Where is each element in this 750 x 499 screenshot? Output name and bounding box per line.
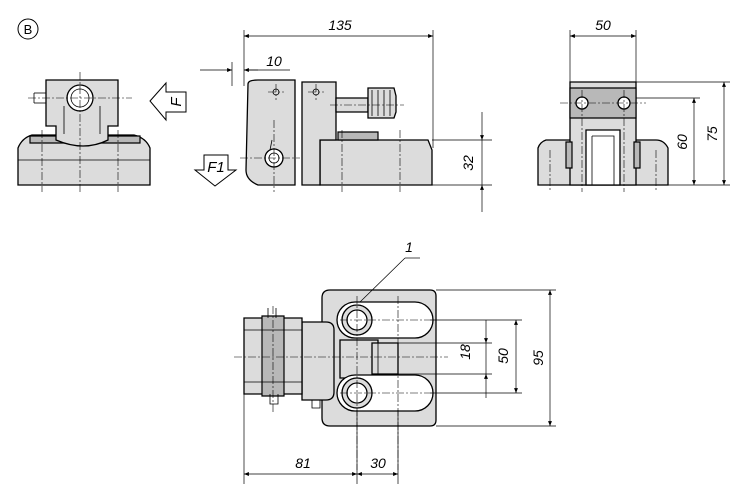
force-label-side: F	[168, 97, 185, 107]
dim-width-text: 50	[595, 17, 611, 33]
dim-width: 50	[569, 17, 637, 82]
dim-offset: 10	[200, 53, 290, 86]
part-callout: 1	[359, 239, 420, 303]
dim-height-75: 75	[636, 81, 730, 185]
dim-center-distance-text: 50	[495, 348, 511, 364]
view-label: B	[17, 18, 39, 40]
dim-height-base: 32	[432, 112, 492, 212]
dim-height-60-text: 60	[674, 134, 690, 150]
force-label-down: F1	[207, 159, 225, 176]
dim-length-81-text: 81	[295, 455, 311, 471]
dim-height-75-text: 75	[704, 126, 720, 142]
dim-depth-text: 95	[530, 350, 546, 366]
dim-slot: 18	[398, 320, 492, 398]
dim-center-distance: 50	[430, 319, 522, 394]
dim-offset-text: 10	[266, 53, 282, 69]
dim-overall-length-text: 135	[328, 17, 352, 33]
part-callout-text: 1	[405, 239, 413, 255]
dim-depth: 95	[436, 289, 556, 427]
dim-length-30-text: 30	[370, 455, 386, 471]
front-view	[17, 72, 151, 192]
dim-overall-length: 135	[243, 17, 434, 148]
dim-height-60: 60	[636, 97, 730, 186]
view-label-text: B	[24, 22, 33, 37]
dim-height-base-text: 32	[460, 155, 476, 171]
end-view	[537, 81, 669, 192]
force-arrow-down: F1	[193, 154, 238, 187]
side-view	[240, 79, 433, 192]
top-view	[234, 289, 448, 470]
force-arrow-side: F	[149, 81, 187, 122]
dim-slot-text: 18	[457, 344, 473, 360]
dim-bottom-lengths: 81 30	[243, 394, 399, 484]
